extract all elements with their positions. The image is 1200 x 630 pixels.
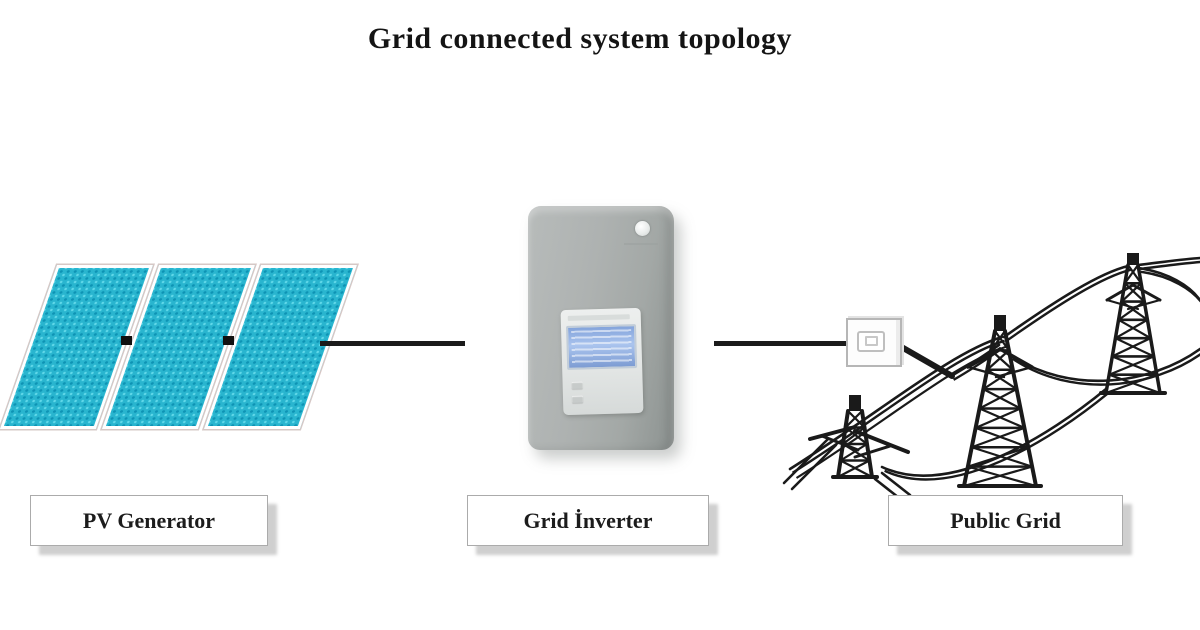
outlet-icon [857, 331, 885, 352]
dc-cable-line [320, 341, 465, 346]
inverter-control-panel [560, 307, 644, 416]
inverter-logo-text [624, 243, 658, 245]
label-public-grid: Public Grid [888, 495, 1123, 546]
inverter-panel-strip [567, 314, 630, 321]
label-grid-inverter: Grid İnverter [467, 495, 709, 546]
grid-coupling-box-icon [846, 318, 902, 367]
diagram-title: Grid connected system topology [367, 22, 793, 55]
panel-connector-icon [223, 336, 234, 345]
label-pv-generator: PV Generator [30, 495, 268, 546]
outlet-pin [865, 336, 878, 346]
transmission-towers-icon [782, 253, 1200, 503]
inverter-button [571, 395, 584, 403]
ac-cable-line [714, 341, 852, 346]
solar-panel-array-icon [0, 263, 380, 438]
inverter-lcd-display [565, 324, 638, 370]
inverter-logo-icon [635, 221, 650, 236]
inverter-device-icon [528, 206, 674, 450]
panel-connector-icon [121, 336, 132, 345]
inverter-button [571, 381, 583, 389]
lcd-text-lines [571, 329, 633, 365]
